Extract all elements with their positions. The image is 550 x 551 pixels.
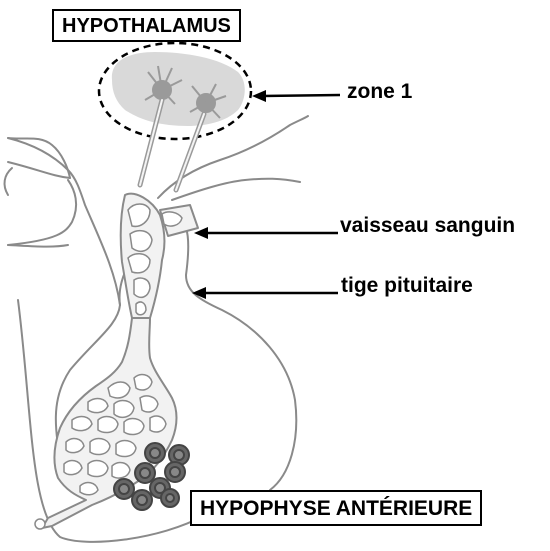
zone-1-area — [99, 43, 251, 139]
blood-vessel-label: vaisseau sanguin — [340, 215, 515, 236]
zone-1-label: zone 1 — [347, 81, 412, 102]
anterior-pituitary-label: HYPOPHYSE ANTÉRIEURE — [190, 490, 482, 526]
vessel-end — [35, 519, 45, 529]
arrow-zone-1 — [252, 90, 340, 102]
pituitary-stalk-label: tige pituitaire — [341, 275, 473, 296]
arrow-blood-vessel — [194, 227, 338, 239]
hypothalamus-label: HYPOTHALAMUS — [52, 9, 241, 42]
arrow-pituitary-stalk — [192, 287, 338, 299]
